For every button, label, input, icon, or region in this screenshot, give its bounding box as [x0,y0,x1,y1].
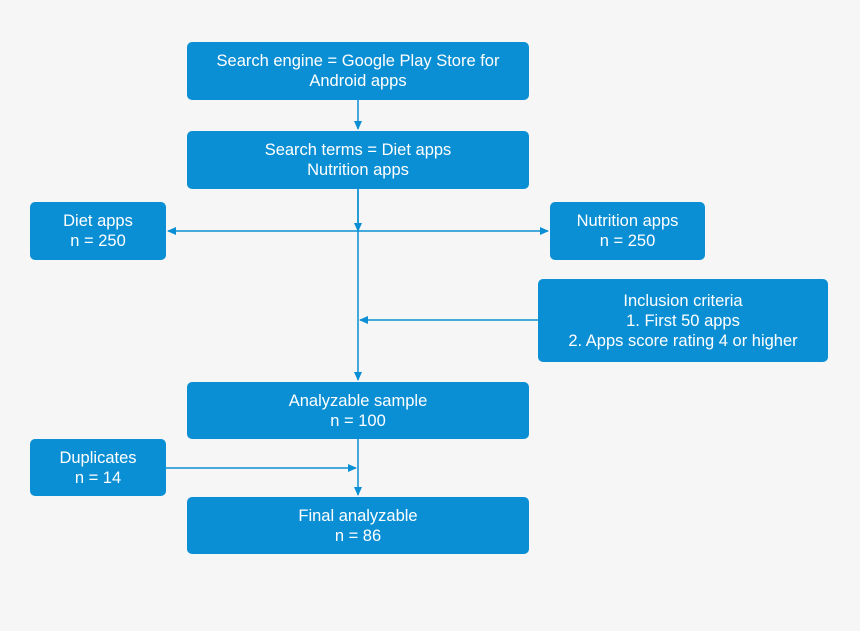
inclusion-criterion-2: 2. Apps score rating 4 or higher [568,331,798,350]
duplicates-label: Duplicates [59,448,137,467]
nutrition-apps-count: n = 250 [599,232,656,250]
search-terms-box: Search terms = Diet apps Nutrition apps [187,131,529,189]
final-analyzable-count: n = 86 [334,526,382,545]
inclusion-criterion-1: 1. First 50 apps [626,311,740,330]
diet-apps-box: Diet apps n = 250 [30,202,166,260]
analyzable-sample-box: Analyzable sample n = 100 [187,382,529,439]
search-terms-line1: Search terms = Diet apps [264,141,452,159]
duplicates-count: n = 14 [74,468,122,487]
search-engine-box: Search engine = Google Play Store for An… [187,42,529,100]
duplicates-box: Duplicates n = 14 [30,439,166,496]
analyzable-sample-count: n = 100 [330,411,386,430]
final-analyzable-label: Final analyzable [298,506,418,525]
diet-apps-label: Diet apps [63,212,133,230]
search-engine-line1: Search engine = Google Play Store for [216,52,500,70]
nutrition-apps-box: Nutrition apps n = 250 [550,202,705,260]
diet-apps-count: n = 250 [70,232,126,250]
inclusion-criteria-box: Inclusion criteria 1. First 50 apps 2. A… [538,279,828,362]
analyzable-sample-label: Analyzable sample [288,391,428,410]
search-terms-line2: Nutrition apps [307,161,409,179]
nutrition-apps-label: Nutrition apps [576,212,679,230]
search-engine-line2: Android apps [309,72,407,90]
final-analyzable-box: Final analyzable n = 86 [187,497,529,554]
inclusion-criteria-title: Inclusion criteria [623,291,743,310]
